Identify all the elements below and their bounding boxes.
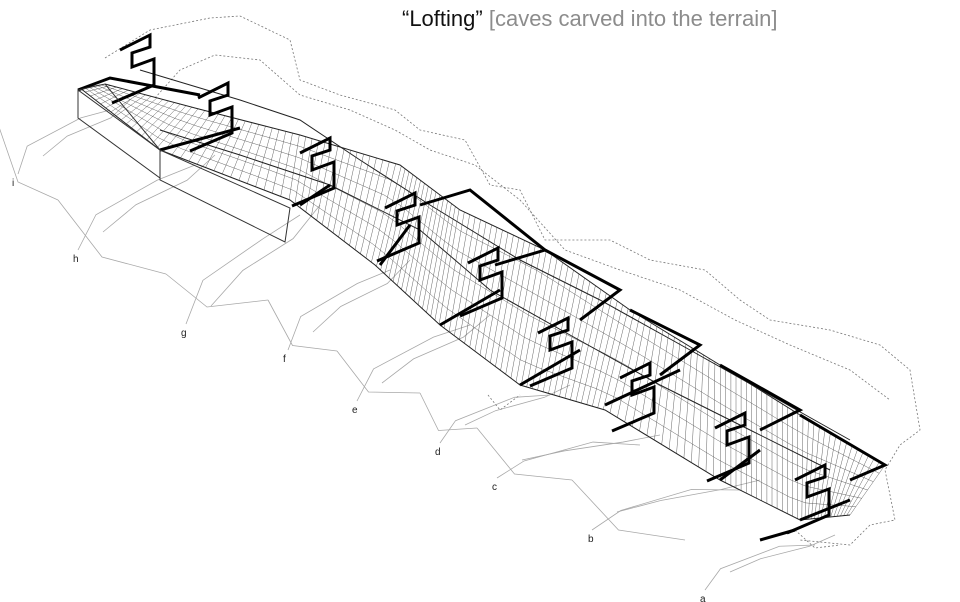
section-rim	[419, 188, 549, 267]
section-roof	[77, 76, 201, 97]
hatch-line	[438, 209, 460, 325]
hatch-line	[434, 206, 456, 321]
section-label-f: f	[283, 354, 286, 365]
cave-lower-edge	[79, 87, 851, 521]
terrain-contour	[521, 434, 661, 461]
section-cut-d	[529, 315, 574, 388]
terrain-mesh	[0, 99, 836, 591]
hatch-line	[288, 134, 300, 200]
hatch-line	[801, 416, 804, 520]
terrain-ridge	[419, 392, 478, 431]
terrain-contour	[729, 534, 836, 573]
section-label-h: h	[73, 254, 79, 265]
section-label-b: b	[588, 534, 594, 545]
section-cut-c	[611, 360, 656, 433]
terrain-ridge	[476, 427, 573, 481]
section-cut-a	[786, 462, 831, 535]
cave-stringer	[84, 87, 856, 507]
terrain-ridge	[0, 128, 59, 201]
section-floor	[519, 348, 581, 387]
section-floor-end	[759, 528, 796, 542]
block-face-left	[77, 89, 161, 179]
section-floor	[439, 288, 501, 327]
terrain-contour	[356, 324, 471, 402]
section-floor	[159, 126, 241, 152]
section-label-g: g	[181, 328, 187, 339]
cave-stringer	[88, 86, 862, 499]
terrain-contour	[42, 99, 131, 157]
terrain-outline-inner	[154, 54, 891, 401]
terrain-contour	[312, 259, 411, 333]
cave-top-line	[139, 69, 851, 441]
terrain-contour	[287, 269, 391, 351]
section-label-a: a	[700, 594, 706, 602]
section-cut-f	[376, 190, 421, 263]
section-cuts	[77, 32, 889, 542]
terrain-ridge	[336, 350, 421, 394]
section-rim	[719, 363, 804, 432]
terrain-contour	[17, 109, 111, 175]
terrain-contour	[77, 164, 196, 251]
terrain-contour	[185, 214, 301, 325]
hatch-line	[520, 250, 547, 386]
hatch-line	[376, 165, 402, 267]
section-floor	[378, 224, 412, 266]
section-floor	[799, 498, 851, 522]
terrain-ridge	[57, 199, 167, 275]
block-face-front	[159, 149, 291, 243]
terrain-outline-notch	[794, 529, 841, 549]
cave-stringer	[100, 84, 880, 474]
terrain-contour	[616, 479, 761, 513]
section-cut-g	[291, 135, 336, 208]
terrain-outline-upper	[104, 15, 921, 546]
section-floor	[299, 183, 331, 207]
terrain-contour	[381, 314, 491, 384]
section-floor	[604, 368, 681, 407]
title-main: “Lofting”	[402, 6, 483, 31]
hatch-line	[380, 168, 406, 271]
section-cut-e	[459, 245, 504, 318]
terrain-contour	[496, 441, 641, 479]
terrain-block	[77, 83, 291, 243]
block-top	[77, 83, 161, 151]
terrain-contour	[464, 384, 571, 426]
title-subtitle: [caves carved into the terrain]	[488, 6, 778, 31]
terrain-contour	[439, 394, 551, 444]
section-rim	[629, 308, 703, 377]
section-label-i: i	[12, 178, 14, 189]
cave-upper-edge	[104, 83, 886, 466]
section-label-e: e	[352, 405, 358, 416]
terrain-ridge	[571, 479, 686, 541]
section-floor	[719, 448, 761, 482]
terrain-outline	[104, 15, 921, 549]
diagram-title: “Lofting” [caves carved into the terrain…	[402, 6, 777, 32]
terrain-ridge	[267, 299, 338, 352]
section-label-d: d	[435, 447, 441, 458]
terrain-contour	[210, 204, 321, 307]
section-label-c: c	[492, 482, 497, 493]
section-labels: a b c d e f g h i	[12, 178, 706, 602]
section-cut-i	[111, 32, 156, 105]
cave-structure	[79, 69, 886, 521]
cave-ridge	[159, 129, 831, 471]
cave-stringer	[92, 85, 868, 491]
terrain-contour	[591, 489, 741, 531]
section-rim	[544, 248, 623, 322]
terrain-ridge	[165, 273, 269, 308]
section-rim	[799, 413, 889, 482]
terrain-contour	[102, 154, 216, 233]
cave-stringer	[96, 85, 874, 482]
terrain-contour	[704, 544, 816, 591]
